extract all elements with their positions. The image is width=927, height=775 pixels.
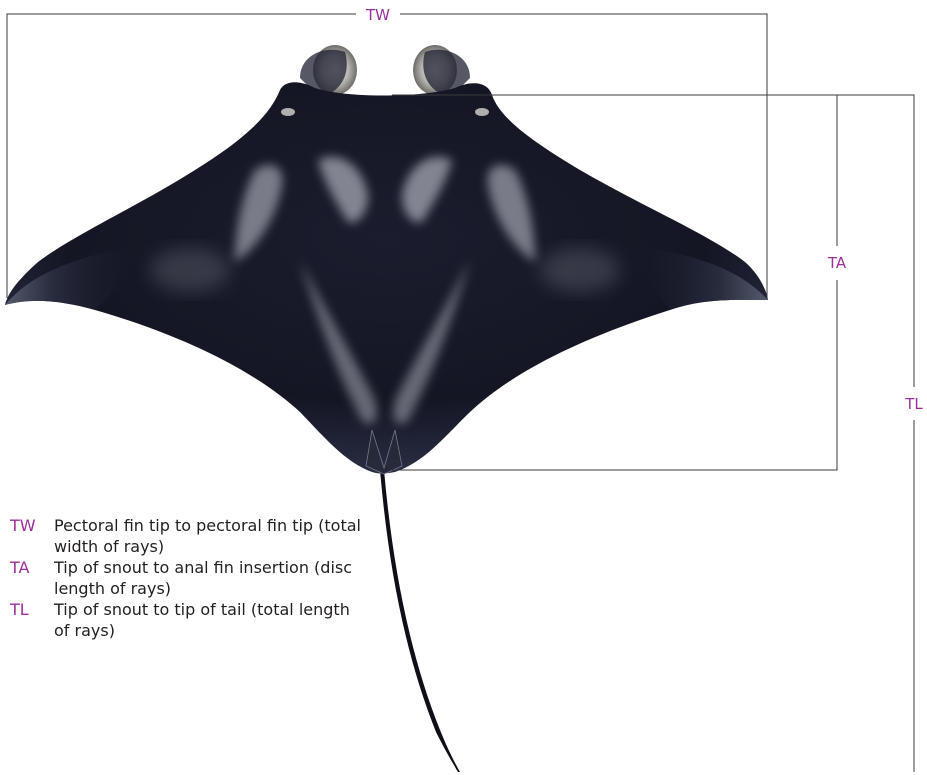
- legend-abbr: TA: [10, 557, 29, 578]
- legend-abbr: TL: [10, 599, 29, 620]
- cephalic-lobes: [300, 45, 470, 98]
- tl-label: TL: [904, 395, 923, 413]
- tl-measure-line: [837, 95, 914, 772]
- legend-description: Tip of snout to anal fin insertion (disc…: [54, 558, 352, 598]
- legend-description: Pectoral fin tip to pectoral fin tip (to…: [54, 516, 361, 556]
- legend-item-tw: TW Pectoral fin tip to pectoral fin tip …: [10, 515, 370, 557]
- legend-abbr: TW: [10, 515, 36, 536]
- legend-item-tl: TL Tip of snout to tip of tail (total le…: [10, 599, 370, 641]
- ta-label: TA: [827, 254, 847, 272]
- ray-tail: [380, 470, 460, 772]
- legend-description: Tip of snout to tip of tail (total lengt…: [54, 600, 350, 640]
- tw-label: TW: [365, 6, 390, 24]
- legend-item-ta: TA Tip of snout to anal fin insertion (d…: [10, 557, 370, 599]
- measurement-legend: TW Pectoral fin tip to pectoral fin tip …: [10, 515, 370, 641]
